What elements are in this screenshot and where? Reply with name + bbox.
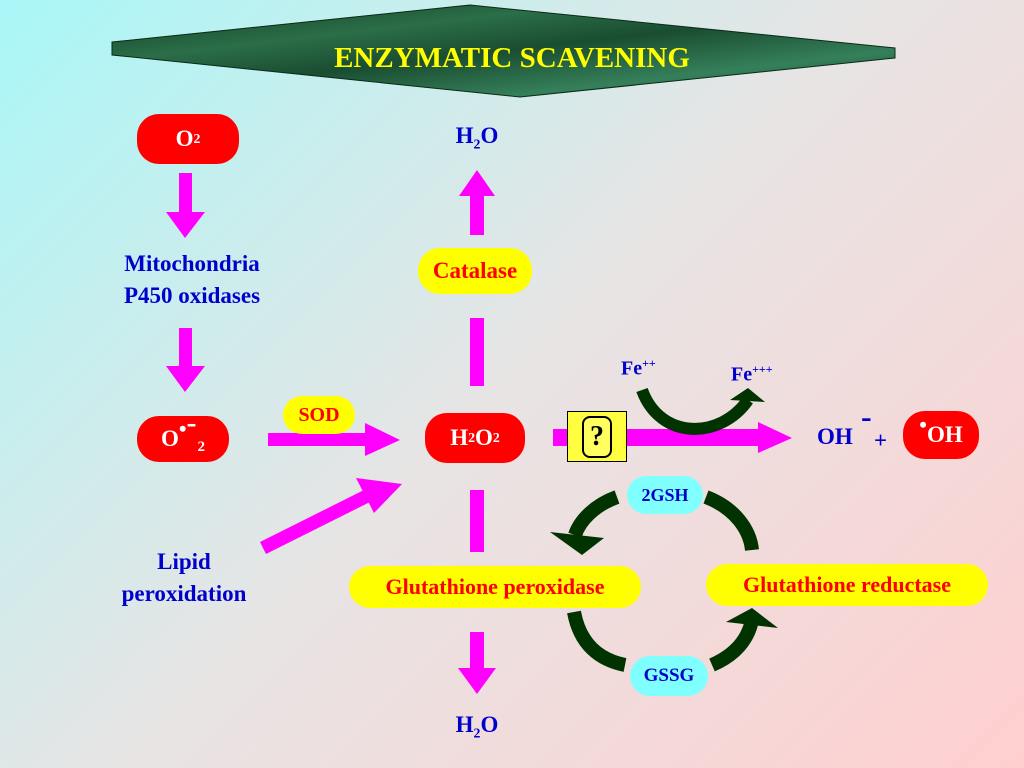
h2o2-o: O <box>475 425 493 450</box>
hydroxyl-radical-node: •OH <box>903 411 979 459</box>
h2o2-sub2: 2 <box>492 430 500 445</box>
h2o-bottom: H2O <box>427 712 527 742</box>
h2o2-h: H <box>450 425 469 450</box>
h2o-bottom-sub: 2 <box>473 725 481 741</box>
h2o-top-h: H <box>455 123 474 148</box>
hydroxide-charge: - <box>861 398 872 434</box>
fe3-label: Fe+++ <box>731 362 773 387</box>
h2o-bottom-o: O <box>480 712 499 737</box>
arrow-h2o2-to-hydroxyl <box>553 422 792 453</box>
arrow-o2-to-mito <box>166 173 205 238</box>
superoxide-charge: - <box>186 406 197 439</box>
lipid-line2: peroxidation <box>121 581 247 606</box>
title-banner <box>111 4 896 98</box>
question-icon: ? <box>582 415 612 458</box>
gpx-to-gssg-arrow <box>567 610 627 672</box>
bar-h2o2-to-gpx <box>470 490 484 552</box>
fe2-sup: ++ <box>642 356 656 370</box>
superoxide-node: O • - 2 <box>137 406 229 462</box>
gsh-node: 2GSH <box>627 476 703 514</box>
h2o-top: H2O <box>427 123 527 153</box>
gsh-to-gpx-arrow <box>568 490 620 538</box>
arrow-superoxide-to-h2o2 <box>268 423 400 456</box>
superoxide-o: O <box>160 426 179 451</box>
fe2-label: Fe++ <box>621 356 656 381</box>
hydroxide-label: OH <box>817 424 853 450</box>
mitochondria-label: Mitochondria P450 oxidases <box>92 248 292 312</box>
h2o2-sub1: 2 <box>468 430 475 445</box>
gssg-node: GSSG <box>630 656 708 696</box>
page-title: ENZYMATIC SCAVENING <box>334 42 690 74</box>
hydroxyl-dot: • <box>919 412 927 437</box>
mito-line2: P450 oxidases <box>123 283 261 308</box>
mito-line1: Mitochondria <box>124 251 260 276</box>
sod-node: SOD <box>283 396 355 434</box>
glutathione-reductase-node: Glutathione reductase <box>706 564 988 606</box>
o2-subscript: 2 <box>193 131 201 146</box>
gr-to-gsh-arrow <box>703 490 759 552</box>
gssg-to-gr-arrow <box>709 618 759 672</box>
fe3-main: Fe <box>731 363 753 386</box>
superoxide-dot: • <box>178 416 187 441</box>
fe-curved-arrow <box>636 387 753 435</box>
hydroxide-main: OH <box>817 424 853 449</box>
lipid-line1: Lipid <box>157 549 211 574</box>
unknown-reaction-box: ? <box>567 411 627 462</box>
fe3-sup: +++ <box>752 362 773 376</box>
catalase-node: Catalase <box>418 248 532 294</box>
arrow-lipid-to-h2o2 <box>260 478 402 554</box>
lipid-peroxidation-label: Lipid peroxidation <box>84 546 284 610</box>
glutathione-peroxidase-node: Glutathione peroxidase <box>349 566 641 608</box>
hydroxyl-main: OH <box>926 422 963 447</box>
fe2-main: Fe <box>621 357 643 380</box>
plus-sign: + <box>874 428 888 453</box>
arrow-catalase-to-h2o <box>459 170 495 235</box>
bar-h2o2-to-catalase <box>470 318 484 386</box>
h2o-top-sub: 2 <box>473 136 481 152</box>
o2-label: O <box>175 126 194 151</box>
arrow-gpx-to-h2o <box>458 632 496 694</box>
h2o-top-o: O <box>480 123 499 148</box>
h2o-bottom-h: H <box>455 712 474 737</box>
superoxide-subscript: 2 <box>197 438 206 455</box>
arrow-mito-to-superoxide <box>166 328 205 392</box>
